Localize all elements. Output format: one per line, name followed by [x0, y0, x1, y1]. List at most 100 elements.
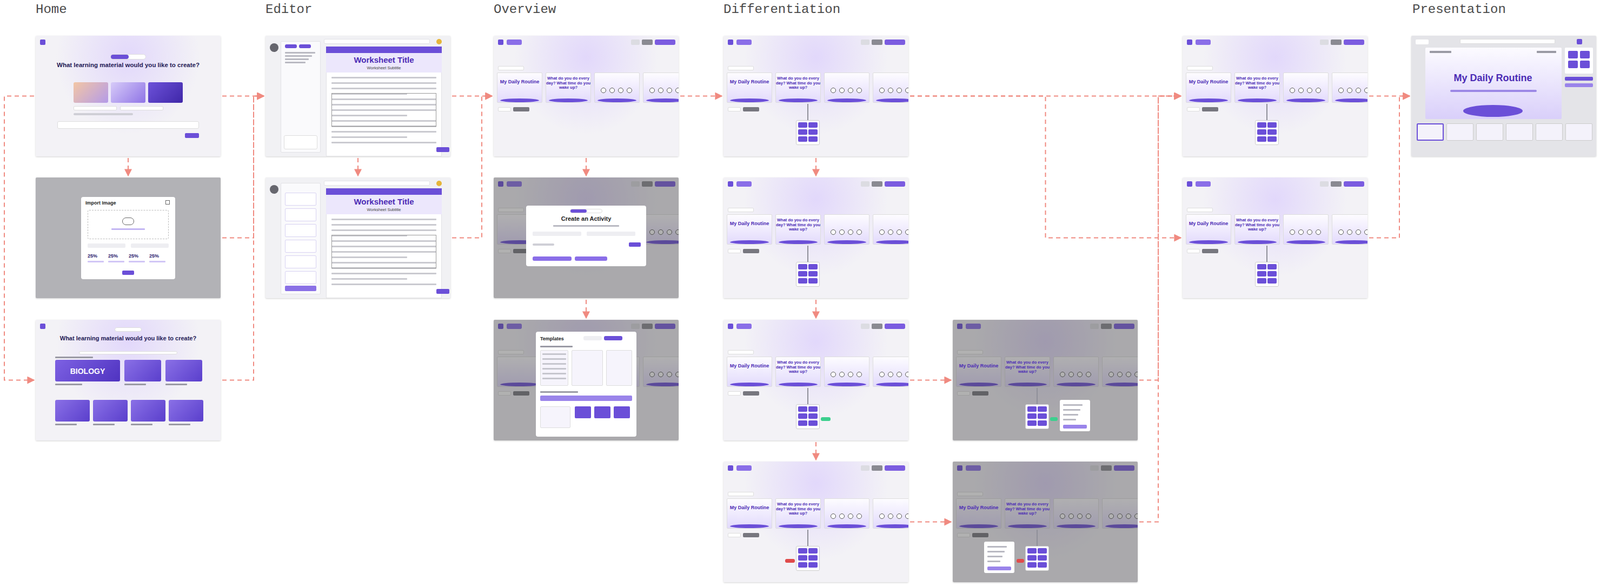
- level-block: [1267, 270, 1277, 277]
- template-card: [606, 349, 633, 386]
- screen-text: My Daily Routine: [1425, 72, 1561, 84]
- screen-text: Create an Activity: [526, 215, 647, 223]
- dropdown: [498, 107, 511, 112]
- icon-dot: [839, 513, 845, 519]
- logo-mark: [40, 323, 46, 329]
- screen-mockup: Worksheet TitleWorksheet Subtitle: [265, 177, 451, 298]
- tab-pill: [736, 181, 752, 187]
- level-block: [798, 547, 808, 554]
- dropdown: [727, 107, 741, 112]
- text-line: [331, 103, 437, 106]
- dropdown: [120, 105, 164, 111]
- level-block: [798, 561, 808, 568]
- action-button: [884, 323, 906, 329]
- level-block: [808, 406, 818, 412]
- slide-base: [729, 523, 769, 528]
- tab-pill: [736, 39, 752, 45]
- screen-text: Worksheet Subtitle: [326, 65, 442, 71]
- chat-line: [284, 51, 316, 54]
- screen-text: My Daily Routine: [955, 362, 1002, 369]
- level-block: [808, 554, 818, 561]
- icon-dot: [675, 87, 679, 94]
- chat-line: [284, 55, 312, 57]
- icon-button: [631, 39, 640, 45]
- flow-arrow: [815, 441, 817, 460]
- slide-base: [827, 382, 867, 387]
- icon-dot: [1346, 87, 1353, 94]
- panel-button: [1564, 83, 1593, 88]
- slide-base: [1286, 240, 1326, 244]
- level-block: [808, 129, 818, 135]
- page-thumbnail: [284, 192, 317, 206]
- slide-base: [1189, 98, 1228, 103]
- icon-dot: [1298, 87, 1304, 94]
- text-holder: Import Image: [85, 200, 167, 206]
- level-block: [808, 270, 818, 277]
- dropdown: [727, 207, 754, 212]
- slide-base: [1286, 98, 1326, 103]
- screen-text: My Daily Routine: [496, 78, 543, 85]
- tab: [583, 335, 602, 341]
- dropdown: [498, 65, 524, 71]
- level-block: [798, 136, 808, 142]
- popup-line: [1063, 403, 1083, 406]
- level-block: [798, 122, 808, 128]
- logo-mark: [1186, 39, 1193, 45]
- logo-mark: [498, 39, 504, 45]
- slide-base: [827, 523, 867, 528]
- text-line: [331, 130, 437, 133]
- level-block: [1579, 60, 1590, 69]
- slide-base: [1237, 240, 1277, 244]
- logo-mark: [1186, 181, 1193, 187]
- screen-text: My Daily Routine: [726, 504, 773, 510]
- worksheet-header: [326, 188, 442, 195]
- screen-text: 25%: [128, 253, 148, 259]
- icon-dot: [856, 87, 862, 94]
- tree-line: [1266, 245, 1268, 262]
- popup-line: [987, 560, 1001, 562]
- dropdown: [727, 532, 741, 537]
- level-block: [1257, 129, 1267, 135]
- text-line: [331, 87, 437, 90]
- tab-pill: [736, 323, 752, 329]
- small-button: [742, 390, 760, 396]
- text-holder: Templates: [540, 335, 582, 342]
- screen-mockup: My Daily RoutineWhat do you do every day…: [723, 319, 909, 441]
- icon-dot: [896, 513, 902, 519]
- template-line: [542, 362, 567, 365]
- text-line: [331, 136, 408, 138]
- text-holder: What do you do every day? What time do y…: [775, 501, 821, 516]
- slide-thumbnail: [1565, 123, 1593, 141]
- icon-dot: [879, 87, 885, 94]
- tab-pill: [1195, 39, 1211, 45]
- text-holder: 25%: [128, 253, 148, 259]
- dropdown: [1186, 107, 1200, 112]
- level-tag: [820, 416, 831, 421]
- flow-arrow: [357, 157, 359, 176]
- screen-text: What do you do every day? What time do y…: [775, 217, 821, 232]
- slide-base: [778, 240, 818, 244]
- slide-base: [827, 240, 867, 244]
- screen-mockup: My Daily RoutineWhat do you do every day…: [1182, 177, 1368, 298]
- level-block: [1027, 406, 1037, 412]
- slide-base: [729, 98, 769, 103]
- logo-mark: [727, 323, 734, 329]
- icon-dot: [856, 371, 862, 377]
- screen-mockup: Worksheet TitleWorksheet Subtitle: [265, 35, 451, 157]
- text-holder: My Daily Routine: [726, 362, 773, 369]
- dropdown: [727, 248, 741, 254]
- icon-dot: [905, 87, 909, 94]
- profile-dot: [436, 180, 442, 187]
- column-heading: Home: [35, 2, 68, 17]
- icon-button: [1330, 39, 1342, 45]
- text-line: [331, 272, 437, 275]
- text-line: [331, 245, 437, 248]
- screen-mockup: My Daily Routine: [1411, 35, 1597, 157]
- tab-active: [603, 335, 623, 341]
- flow-arrow: [1139, 96, 1181, 522]
- progress-bar: [87, 260, 104, 263]
- level-block: [798, 129, 808, 135]
- level-block: [798, 406, 808, 412]
- level-block: [808, 413, 818, 419]
- flow-arrow: [452, 96, 493, 238]
